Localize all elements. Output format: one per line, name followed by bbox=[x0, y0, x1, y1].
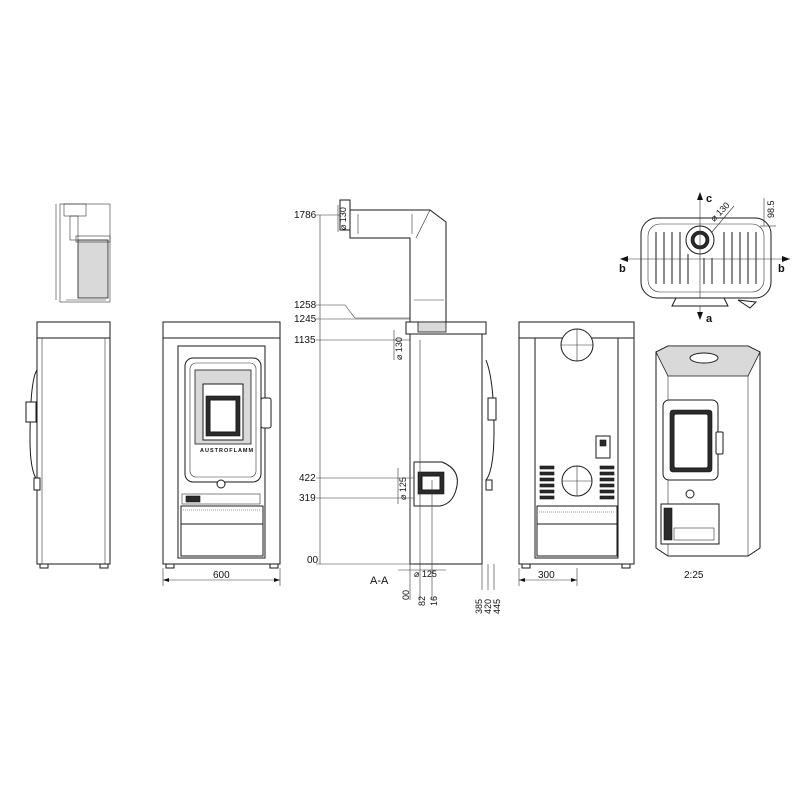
dim-385: 385 bbox=[474, 599, 484, 614]
brand-label: AUSTROFLAMM bbox=[200, 448, 254, 454]
section-view: 1786 1258 1245 1135 422 319 00 ⌀ 130 ⌀ 1… bbox=[294, 199, 502, 614]
scale-label: 2:25 bbox=[684, 570, 704, 581]
rear-vents bbox=[539, 465, 615, 500]
installation-sketch bbox=[55, 203, 111, 303]
height-319: 319 bbox=[299, 493, 316, 504]
height-1786: 1786 bbox=[294, 210, 317, 221]
section-label: A-A bbox=[370, 575, 389, 587]
dim-16: 16 bbox=[429, 596, 439, 606]
rear-flue-diameter: ⌀ 130 bbox=[394, 337, 404, 360]
height-00: 00 bbox=[307, 555, 319, 566]
width-front-label: 600 bbox=[213, 570, 230, 581]
plan-connection-b-right: b bbox=[778, 263, 785, 275]
side-view bbox=[25, 321, 111, 569]
plan-connection-c: c bbox=[706, 193, 712, 205]
air-inlet-bottom-diameter: ⌀ 125 bbox=[414, 569, 437, 579]
dim-00: 00 bbox=[401, 590, 411, 600]
dim-420: 420 bbox=[483, 599, 493, 614]
dim-445: 445 bbox=[492, 599, 502, 614]
air-inlet-diameter: ⌀ 125 bbox=[398, 477, 408, 500]
width-side-label: 300 bbox=[538, 570, 555, 581]
plan-view: c a b b ⌀ 130 98.5 bbox=[619, 192, 790, 325]
perspective-view: 2:25 bbox=[655, 345, 761, 581]
dim-82: 82 bbox=[417, 596, 427, 606]
height-1245: 1245 bbox=[294, 314, 317, 325]
rear-view: 300 bbox=[518, 321, 635, 586]
height-1135: 1135 bbox=[294, 335, 316, 346]
front-view: AUSTROFLAMM 600 bbox=[162, 321, 281, 586]
plan-connection-a: a bbox=[706, 313, 713, 325]
height-422: 422 bbox=[299, 473, 316, 484]
plan-connection-b-left: b bbox=[619, 263, 626, 275]
height-1258: 1258 bbox=[294, 300, 317, 311]
top-flue-diameter: ⌀ 130 bbox=[338, 207, 348, 230]
plan-offset-label: 98.5 bbox=[766, 200, 776, 218]
